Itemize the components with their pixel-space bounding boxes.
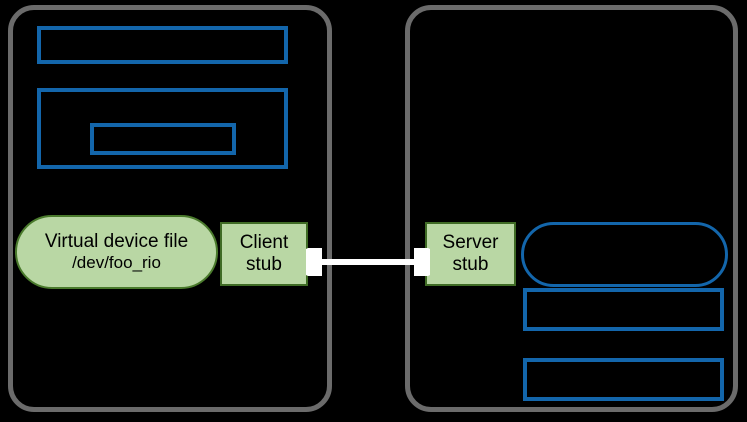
client-box-middle	[37, 88, 288, 169]
client-stub-label-line2: stub	[246, 254, 282, 275]
server-stub-label-line2: stub	[452, 254, 489, 275]
virtual-device-file-path: /dev/foo_rio	[72, 253, 161, 273]
virtual-device-file-title: Virtual device file	[44, 231, 189, 253]
server-box-1	[523, 288, 724, 331]
server-pill-box	[521, 222, 728, 287]
server-stub-label-line1: Server	[442, 232, 499, 254]
server-box-2	[523, 358, 724, 401]
client-side-container	[8, 5, 332, 412]
server-stub-node[interactable]: Server stub	[425, 222, 516, 286]
client-box-middle-inner	[90, 123, 236, 155]
client-box-top	[37, 26, 288, 64]
virtual-device-file-node[interactable]: Virtual device file /dev/foo_rio	[15, 215, 218, 289]
client-stub-label-line1: Client	[239, 232, 289, 254]
server-side-container	[405, 5, 738, 412]
client-stub-node[interactable]: Client stub	[220, 222, 308, 286]
